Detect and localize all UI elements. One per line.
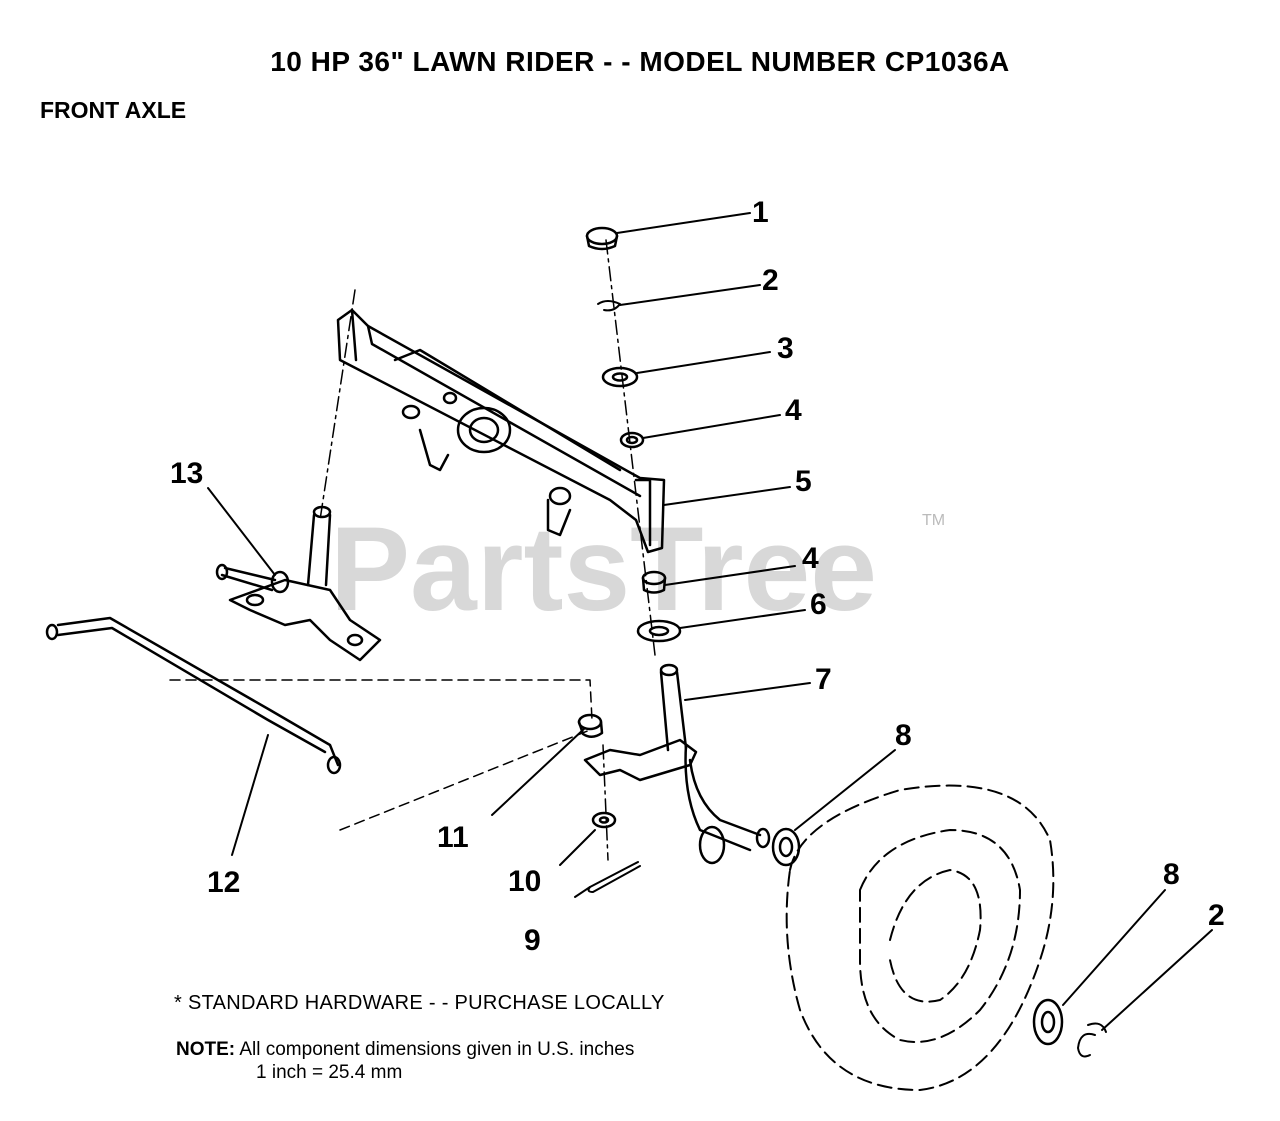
diagram-title: 10 HP 36" LAWN RIDER - - MODEL NUMBER CP… [270,46,1010,77]
part-locknut [577,713,604,738]
part-washer-small [591,811,617,829]
note-label: NOTE: [176,1039,236,1060]
callout-10: 10 [508,865,541,898]
callout-5: 5 [795,465,812,498]
part-retaining-clip-outer [1077,1022,1107,1058]
section-title: FRONT AXLE [40,97,187,123]
part-spindle-left [215,505,382,662]
note-line-1: All component dimensions given in U.S. i… [239,1039,635,1060]
part-wheel [785,784,1055,1091]
callout-3: 3 [777,332,794,365]
part-cotter-pin [587,861,641,893]
callout-2-outer: 2 [1208,899,1225,932]
callout-13: 13 [170,457,203,490]
dimension-note: NOTE: All component dimensions given in … [176,1038,634,1084]
part-washer-outer [1032,998,1064,1046]
callout-7: 7 [815,663,832,696]
callout-6: 6 [810,588,827,621]
part-washer-large [601,366,639,388]
part-spindle-right [583,663,771,865]
callout-1: 1 [752,196,769,229]
callout-11: 11 [437,821,469,854]
hardware-note: * STANDARD HARDWARE - - PURCHASE LOCALLY [174,992,665,1014]
part-washer-spindle [771,827,801,867]
callout-4-lower: 4 [802,542,819,575]
callout-9: 9 [524,924,541,957]
part-retaining-clip [597,300,621,312]
part-cap [585,226,619,251]
watermark-trademark: TM [922,512,945,529]
note-line-2: 1 inch = 25.4 mm [256,1062,403,1083]
part-bushing-upper [619,431,645,449]
callout-8-outer: 8 [1163,858,1180,891]
watermark: PartsTree [330,502,877,636]
part-axle-beam [336,308,666,554]
callout-8: 8 [895,719,912,752]
callout-2: 2 [762,264,779,297]
part-tie-rod [45,616,342,775]
part-bushing-lower [641,570,667,594]
callout-12: 12 [207,866,240,899]
part-washer-thrust [636,619,682,643]
callout-4: 4 [785,394,802,427]
